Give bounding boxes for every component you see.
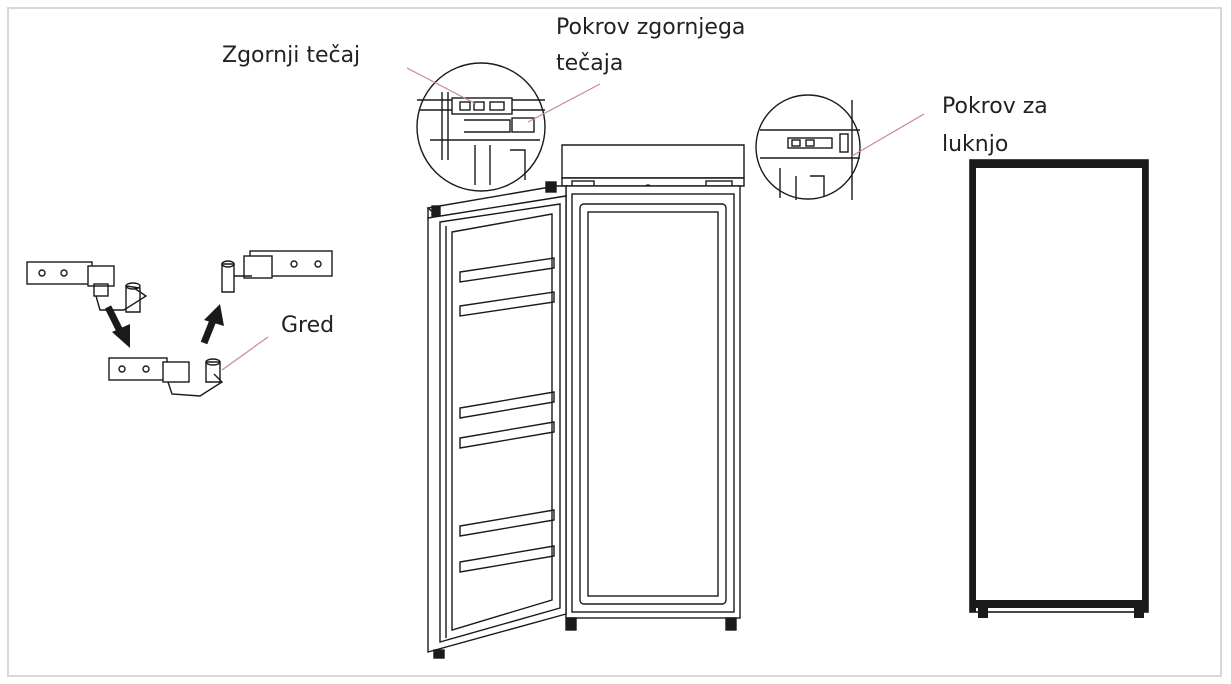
hinge-plate-top-right [221,250,333,293]
hole-cover-label-line1: Pokrov za [942,94,1048,119]
hinge-cover-label-line1: Pokrov zgornjega [556,15,746,40]
closed-freezer-illustration [969,159,1149,618]
upper-hinge-label: Zgornji tečaj [222,43,361,68]
hinge-cover-leader-line [527,83,601,123]
upper-hinge-detail-circle [416,62,546,192]
hinge-plate-top-left [26,261,148,313]
hinge-cover-label-line2: tečaja [556,51,624,76]
hinge-plate-bottom [108,357,224,397]
pin-label: Gred [281,313,335,338]
move-up-arrow [200,304,224,345]
hole-cover-detail-circle [755,94,861,200]
move-down-arrow [104,305,130,348]
upper-hinge-leader-line [406,67,477,105]
hole-cover-label-line2: luknjo [942,132,1009,157]
open-freezer-illustration [426,144,745,659]
pin-leader-line [221,336,269,371]
hole-cover-leader-line [851,113,925,157]
